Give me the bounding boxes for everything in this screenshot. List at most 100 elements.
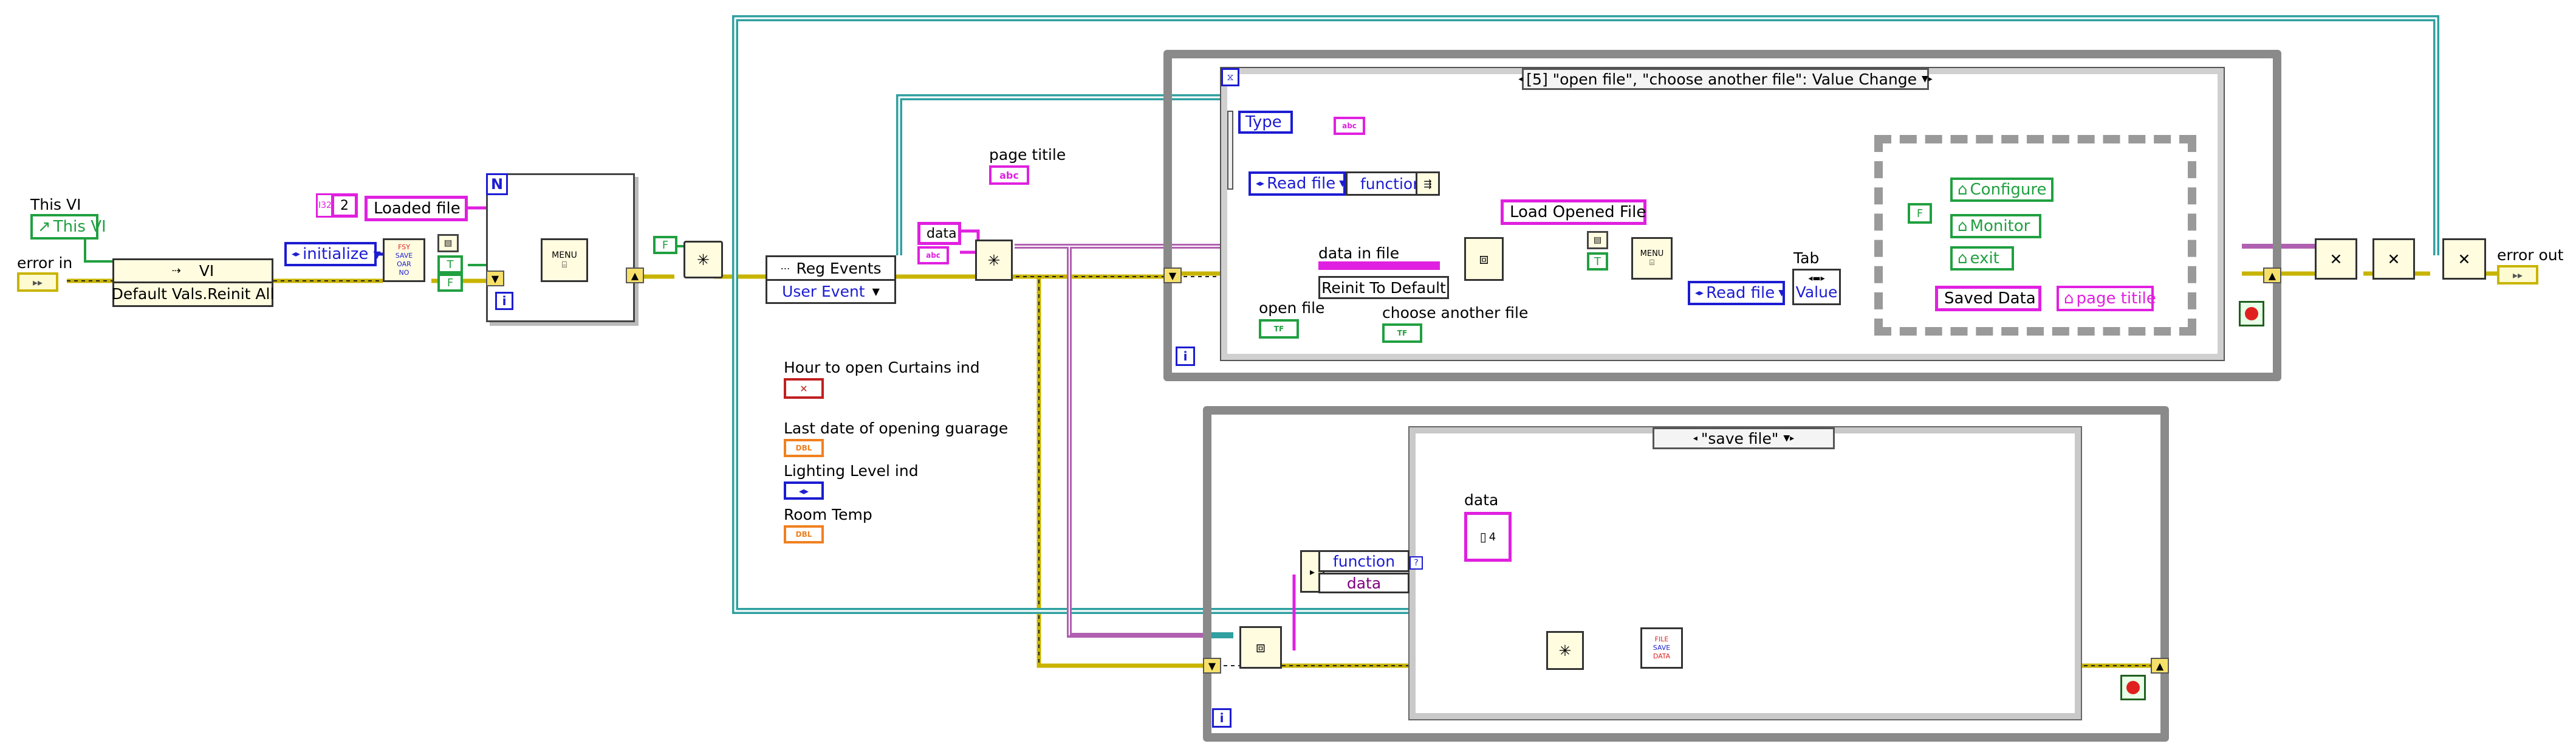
save-case-selector[interactable]: ◂ "save file" ▼▸ xyxy=(1653,427,1835,449)
data-constant[interactable]: data xyxy=(917,222,961,245)
true-constant-2[interactable]: T xyxy=(1587,252,1608,271)
close-icon: ✕ xyxy=(2458,250,2471,268)
loop-count-terminal[interactable]: N xyxy=(486,173,508,195)
flat-sequence-frame[interactable] xyxy=(1874,135,2196,336)
save-case-structure[interactable] xyxy=(1408,426,2082,720)
arrow-icon: ↗ xyxy=(38,218,51,236)
lower-shift-right[interactable]: ▲ xyxy=(2151,658,2169,674)
load-opened-file-constant[interactable]: Load Opened File xyxy=(1501,199,1646,225)
unbundle-icon: ⧈ xyxy=(1479,250,1489,267)
string-constant-icon: abc xyxy=(1334,117,1365,135)
enum-icon: ◂▸ xyxy=(1695,288,1704,298)
error-out-terminal[interactable]: ▸▸ xyxy=(2497,265,2538,285)
lower-while-loop[interactable] xyxy=(1203,406,2169,742)
false-constant[interactable]: F xyxy=(437,274,463,292)
chevron-left-icon: ◂ xyxy=(1518,74,1523,84)
close-reference-node[interactable]: ✕ xyxy=(2442,238,2486,280)
unbundle-node[interactable]: ⧈ xyxy=(1464,237,1504,281)
vi-property-node[interactable]: ⇢ VI Default Vals.Reinit All xyxy=(111,258,275,307)
chevron-down-icon: ▼▸ xyxy=(1783,433,1795,443)
home-icon: ⌂ xyxy=(1958,217,1968,235)
loaded-file-constant[interactable]: Loaded file xyxy=(365,196,468,221)
home-icon: ⌂ xyxy=(1958,181,1968,199)
event-case-selector[interactable]: ◂ [5] "open file", "choose another file"… xyxy=(1518,68,1933,90)
event-structure[interactable] xyxy=(1220,67,2225,361)
page-title-label: page titile xyxy=(989,146,1066,164)
enum-icon: ◂▸ xyxy=(1256,179,1265,188)
data-local-variable[interactable]: ▯4 xyxy=(1464,512,1512,562)
tab-property-node[interactable]: ◂▬▸ Value xyxy=(1792,269,1841,305)
last-date-indicator[interactable]: DBL xyxy=(784,439,824,457)
reinit-default-method[interactable]: Reinit To Default xyxy=(1318,276,1449,299)
bundle-icon: ⇶ xyxy=(1416,171,1440,196)
default-vals-method: Default Vals.Reinit All xyxy=(111,285,275,303)
choose-another-file-label: choose another file xyxy=(1382,304,1529,322)
destroy-user-event-node[interactable]: ✕ xyxy=(2315,238,2357,280)
error-in-label: error in xyxy=(17,254,73,272)
false-constant-2[interactable]: F xyxy=(653,236,677,254)
room-temp-indicator[interactable]: DBL xyxy=(784,525,824,543)
error-icon: ✳ xyxy=(697,250,710,269)
room-temp-label: Room Temp xyxy=(784,506,872,523)
read-file-enum-2[interactable]: ◂▸Read file▼ xyxy=(1688,281,1785,305)
register-events-node[interactable]: ⋯ Reg Events User Event ▼ xyxy=(766,255,896,304)
configure-item[interactable]: ⌂Configure xyxy=(1950,178,2054,202)
data-unbundle-element[interactable]: data xyxy=(1318,573,1410,593)
upper-loop-stop-terminal[interactable] xyxy=(2239,301,2264,326)
upper-while-loop[interactable] xyxy=(1163,50,2281,381)
this-vi-label: This VI xyxy=(30,196,81,213)
lower-shift-left[interactable]: ▼ xyxy=(1203,658,1221,674)
tab-label: Tab xyxy=(1793,249,1820,267)
initialize-enum-constant[interactable]: ◂▸initialize▼ xyxy=(284,242,381,266)
chevron-down-icon: ▼ xyxy=(1339,179,1346,188)
data-in-file-label: data in file xyxy=(1318,244,1400,262)
shift-register-right[interactable]: ▲ xyxy=(626,267,644,283)
write-to-file-node[interactable]: ✳ xyxy=(1546,631,1584,670)
lower-loop-stop-terminal[interactable] xyxy=(2120,675,2146,700)
shift-register-left[interactable]: ▼ xyxy=(486,271,504,286)
upper-shift-right[interactable]: ▲ xyxy=(2263,267,2281,283)
last-date-label: Last date of opening guarage xyxy=(784,419,1009,437)
lighting-indicator[interactable]: ◂▸ xyxy=(784,481,824,500)
unregister-events-node[interactable]: ✕ xyxy=(2372,238,2415,280)
variable-icon: ▯ xyxy=(1479,530,1487,544)
choose-another-file-terminal[interactable]: TF xyxy=(1382,323,1422,343)
monitor-item[interactable]: ⌂Monitor xyxy=(1950,214,2041,238)
menu-vi-2[interactable]: MENU⌸ xyxy=(1631,237,1673,280)
help-icon: ? xyxy=(1410,556,1423,570)
create-user-event-node[interactable]: ✳ xyxy=(975,240,1013,281)
home-icon: ⌂ xyxy=(2064,289,2074,308)
menu-icon: ⌸ xyxy=(561,260,567,270)
open-file-label: open file xyxy=(1259,299,1325,317)
page-title-reference[interactable]: ⌂page titile xyxy=(2057,286,2156,311)
true-constant[interactable]: T xyxy=(437,255,463,274)
error-merge-node[interactable]: ✳ xyxy=(683,241,723,278)
read-file-enum[interactable]: ◂▸Read file▼ xyxy=(1249,171,1346,196)
lighting-label: Lighting Level ind xyxy=(784,462,919,480)
upper-loop-iteration: i xyxy=(1176,347,1195,366)
home-icon: ⌂ xyxy=(1958,249,1968,267)
open-file-terminal[interactable]: TF xyxy=(1259,319,1299,339)
gear-icon: ✳ xyxy=(1558,641,1572,660)
saved-data-constant[interactable]: Saved Data xyxy=(1935,286,2041,311)
page-title-indicator[interactable]: abc xyxy=(989,165,1029,185)
error-in-terminal[interactable]: ▸▸ xyxy=(17,272,58,292)
menu-icon: ⌸ xyxy=(1649,258,1654,267)
numeric-constant[interactable]: 2 xyxy=(331,193,358,218)
hour-curtains-indicator[interactable]: ✕ xyxy=(784,378,824,399)
false-constant-3[interactable]: F xyxy=(1908,203,1932,224)
string-icon: abc xyxy=(917,246,949,264)
exit-item[interactable]: ⌂exit xyxy=(1950,246,2014,271)
close-icon: ✕ xyxy=(2329,250,2343,268)
this-vi-reference[interactable]: ↗This VI xyxy=(30,214,106,240)
upper-shift-left[interactable]: ▼ xyxy=(1163,267,1182,283)
function-unbundle-element[interactable]: function xyxy=(1318,550,1410,572)
type-element[interactable]: Type xyxy=(1238,111,1293,134)
lower-unbundle-node[interactable]: ⧈ xyxy=(1239,626,1282,669)
unbundle-icon: ⧈ xyxy=(1256,638,1266,656)
menu-vi[interactable]: MENU⌸ xyxy=(541,238,588,282)
chevron-left-icon: ◂ xyxy=(1693,433,1697,443)
enum-icon: ◂▸ xyxy=(292,249,301,259)
